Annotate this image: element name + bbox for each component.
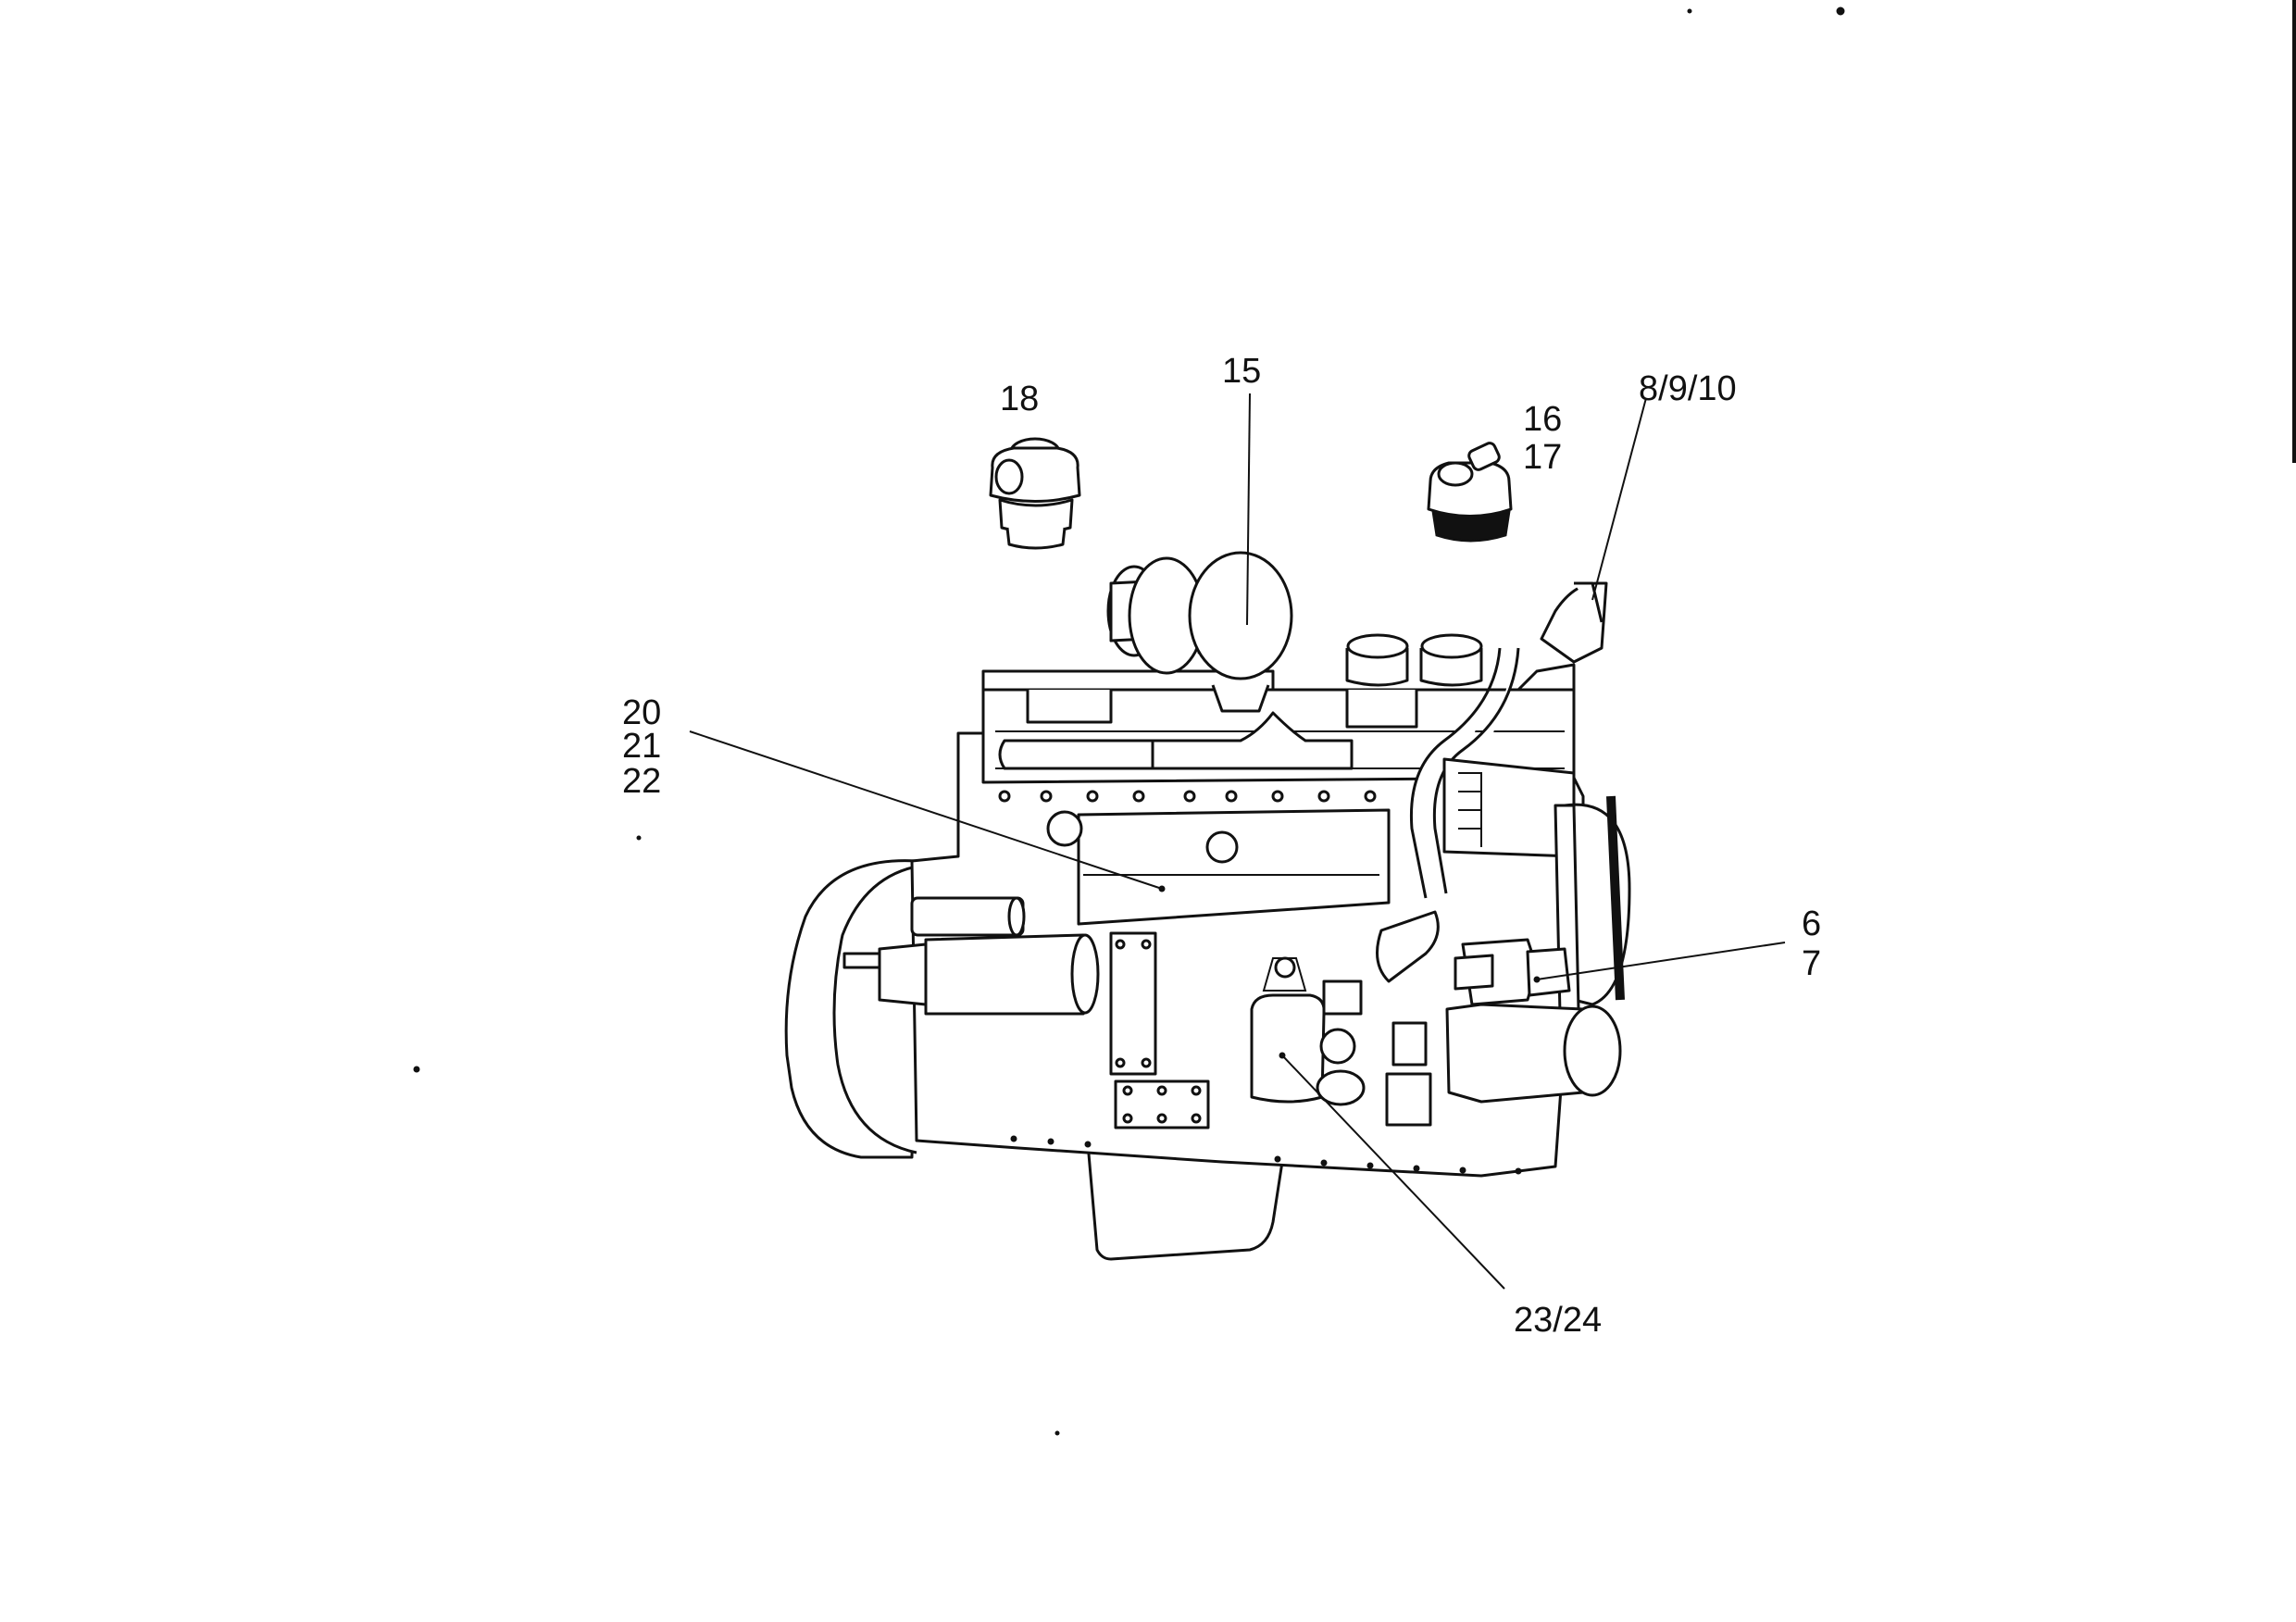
sump-bolts — [1010, 1135, 1522, 1175]
callout-8-9-10: 8/9/10 — [1639, 369, 1737, 408]
callout-23-24: 23/24 — [1514, 1301, 1602, 1340]
callout-16: 16 — [1523, 400, 1562, 439]
engine-block-icon — [784, 551, 1631, 1261]
callout-7: 7 — [1802, 944, 1821, 983]
callout-21: 21 — [622, 727, 661, 766]
head-bolts — [998, 790, 1377, 803]
callout-17: 17 — [1523, 438, 1562, 477]
turbocharger — [1106, 551, 1293, 713]
leader-lines — [689, 393, 1786, 1290]
callout-6: 6 — [1802, 905, 1821, 943]
plug-16-17-icon — [1427, 442, 1513, 543]
scan-specks — [413, 6, 1845, 1436]
callout-20: 20 — [622, 693, 661, 732]
callout-15: 15 — [1222, 352, 1261, 391]
callout-22: 22 — [622, 762, 661, 801]
plug-18-icon — [989, 437, 1081, 550]
callout-18: 18 — [1000, 380, 1039, 418]
